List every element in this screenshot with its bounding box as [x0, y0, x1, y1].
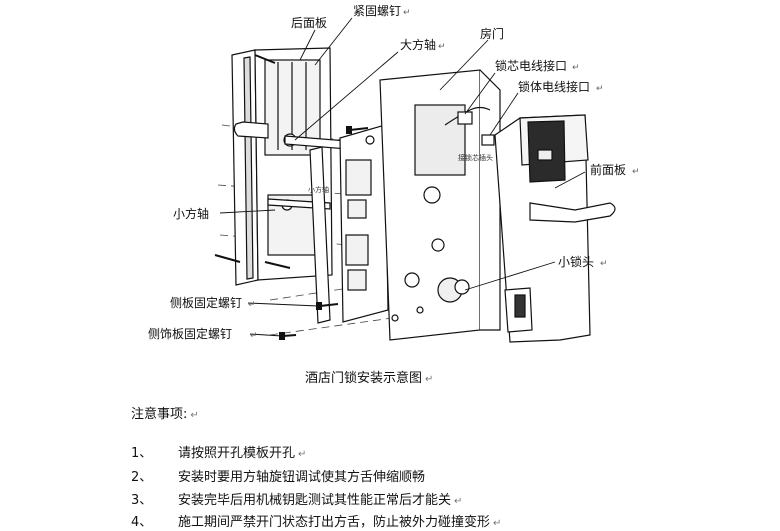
label-door: 房门	[480, 26, 504, 41]
door	[379, 69, 501, 341]
back-panel-screws	[214, 54, 291, 269]
label-back-panel: 后面板	[291, 16, 327, 30]
caption-text: 酒店门锁安装示意图	[305, 371, 423, 386]
note-item: 4、 施工期间严禁开门状态打出方舌，防止被外力碰撞变形↵	[131, 511, 501, 530]
body-connector-block	[481, 134, 495, 146]
label-core-connector: 锁芯电线接口	[495, 58, 567, 73]
label-large-spindle: 大方轴	[400, 37, 436, 52]
return-mark: ↵	[190, 410, 199, 421]
note-number: 4、	[131, 515, 153, 530]
label-side-plate-screw: 侧板固定螺钉	[170, 295, 242, 310]
note-item: 3、 安装完毕后用机械钥匙测试其性能正常后才能关↵	[131, 489, 462, 508]
return-mark: ↵	[454, 496, 463, 507]
diagram-caption: 酒店门锁安装示意图↵	[305, 367, 433, 386]
tag-connector-plug: 接锁芯插头	[458, 153, 493, 162]
side-plate	[309, 146, 331, 324]
note-item: 1、 请按照开孔模板开孔↵	[131, 442, 306, 461]
front-panel	[494, 114, 591, 343]
small-cylinder	[454, 279, 470, 295]
label-front-panel: 前面板	[590, 162, 626, 177]
return-mark: ↵	[425, 374, 434, 385]
loose-screws	[279, 126, 369, 340]
note-text: 施工期间严禁开门状态打出方舌，防止被外力碰撞变形	[178, 515, 491, 530]
return-mark: ↵	[248, 300, 256, 310]
return-mark: ↵	[572, 63, 580, 73]
note-text: 安装完毕后用机械钥匙测试其性能正常后才能关	[178, 493, 452, 508]
note-number: 3、	[131, 493, 153, 508]
return-mark: ↵	[600, 259, 608, 269]
leader-lines	[219, 17, 586, 337]
return-mark: ↵	[403, 8, 411, 18]
return-mark: ↵	[632, 167, 640, 177]
tag-small-spindle: 小方轴	[308, 185, 329, 194]
return-mark: ↵	[250, 331, 258, 341]
return-mark: ↵	[438, 42, 446, 52]
label-trim-plate-screw: 侧饰板固定螺钉	[148, 326, 232, 341]
note-text: 安装时要用方轴旋钮调试使其方舌伸缩顺畅	[178, 470, 426, 485]
label-body-connector: 锁体电线接口	[518, 79, 590, 94]
label-fastening-screw: 紧固螺钉	[353, 4, 401, 18]
connector-wire	[444, 106, 491, 126]
return-mark: ↵	[596, 84, 604, 94]
return-mark: ↵	[298, 449, 307, 460]
lock-body	[339, 124, 389, 323]
core-connector-block	[457, 111, 473, 125]
notes-title-text: 注意事项:	[131, 407, 188, 422]
note-number: 2、	[131, 470, 153, 485]
label-cylinder: 小锁头	[558, 254, 594, 269]
note-text: 请按照开孔模板开孔	[178, 446, 296, 461]
return-mark: ↵	[493, 518, 502, 529]
front-handle	[529, 202, 616, 223]
note-number: 1、	[131, 446, 153, 461]
label-small-spindle: 小方轴	[173, 206, 209, 221]
note-item: 2、 安装时要用方轴旋钮调试使其方舌伸缩顺畅	[131, 466, 425, 485]
back-handle	[233, 121, 269, 139]
notes-title: 注意事项:↵	[131, 403, 199, 422]
